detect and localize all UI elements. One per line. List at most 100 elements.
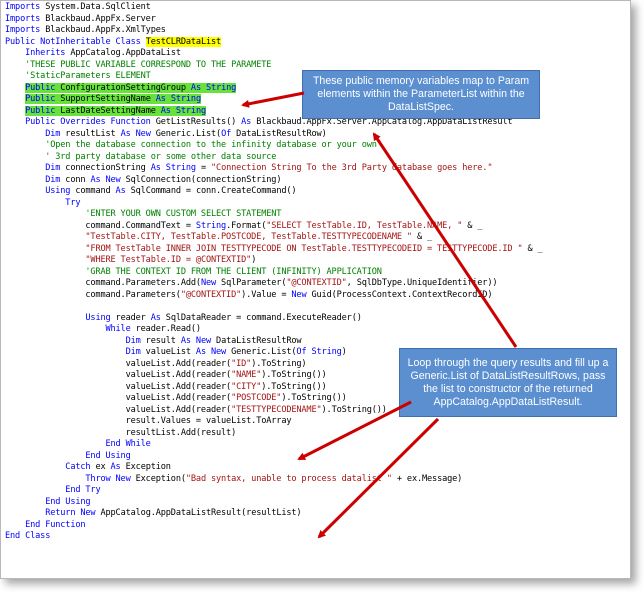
code-token (5, 508, 45, 518)
code-token: Dim (125, 335, 141, 346)
code-token (5, 451, 85, 461)
code-token: "ID" (231, 358, 252, 369)
code-token: Return New (45, 508, 96, 518)
code-line: End Try (5, 485, 543, 497)
code-token: TestCLRDataList (145, 36, 222, 47)
code-token: GetListResults() (150, 117, 242, 127)
code-token (5, 175, 45, 185)
code-token: Of String (296, 347, 342, 357)
code-token: Imports (5, 13, 41, 24)
code-line: valueList.Add(reader("CITY").ToString()) (5, 382, 543, 394)
code-line: Try (5, 198, 543, 210)
code-line: Public LastDateSettingName As String (5, 105, 543, 118)
code-line: "FROM TestTable INNER JOIN TESTTYPECODE … (5, 243, 543, 256)
code-line: Return New AppCatalog.AppDataListResult(… (5, 508, 543, 520)
code-token: reader (110, 312, 151, 323)
code-token: "NAME" (231, 370, 262, 380)
code-token: ).ToString()) (261, 370, 327, 380)
code-token: SqlDataReader = command.ExecuteReader() (160, 312, 362, 323)
code-line: Dim conn As New SqlConnection(connection… (5, 175, 543, 187)
code-line: Catch ex As Exception (5, 462, 543, 474)
code-token: Inherits (25, 48, 66, 58)
code-token: + ex.Message) (391, 473, 463, 484)
code-token: Catch (65, 462, 91, 472)
code-token: "@CONTEXTID" (180, 289, 242, 300)
code-token (5, 163, 45, 173)
code-token: "@CONTEXTID" (286, 278, 347, 288)
code-token (5, 497, 45, 507)
code-token: result.Values = valueList.ToArray (5, 416, 292, 426)
code-token: resultList (60, 128, 121, 139)
code-token: Exception (120, 462, 171, 472)
code-token: ) (251, 255, 257, 265)
code-token: As (115, 186, 126, 196)
code-token: As New (180, 335, 212, 346)
code-line: Public SupportSettingName As String (5, 94, 543, 106)
code-line: Dim valueList As New Generic.List(Of Str… (5, 347, 543, 359)
code-token: Using (85, 312, 111, 323)
code-line: End While (5, 439, 543, 451)
code-line: End Class (5, 531, 543, 543)
code-token: & _ (522, 243, 543, 254)
code-token: "CITY" (231, 381, 262, 392)
code-token: ConfigurationSettingGroup (55, 82, 191, 93)
code-token (5, 313, 85, 323)
code-line: 'StaticParameters ELEMENT (5, 71, 543, 83)
code-token (5, 336, 126, 346)
callout-loop-results-text: Loop through the query results and fill … (407, 356, 609, 408)
code-line: Throw New Exception("Bad syntax, unable … (5, 474, 543, 486)
code-token (5, 520, 25, 530)
code-token (5, 129, 45, 139)
code-token (5, 462, 65, 472)
callout-loop-results: Loop through the query results and fill … (399, 348, 617, 417)
code-line: "TestTable.CITY, TestTable.POSTCODE, Tes… (5, 232, 543, 244)
code-token: System.Data.SqlClient (40, 2, 151, 12)
code-line: 'ENTER YOUR OWN CUSTOM SELECT STATEMENT (5, 209, 543, 221)
code-line: 'THESE PUBLIC VARIABLE CORRESPOND TO THE… (5, 60, 543, 72)
code-token: Imports (5, 2, 41, 12)
code-token: Dim (45, 128, 61, 139)
code-token: As (150, 312, 161, 323)
code-token (5, 255, 85, 265)
code-token: Dim (45, 174, 61, 185)
code-token: 'StaticParameters ELEMENT (5, 71, 151, 81)
code-token: ex (90, 462, 111, 472)
code-token: ) (341, 347, 347, 357)
code-token: command.Parameters.Add( (5, 278, 201, 288)
callout-public-variables-text: These public memory variables map to Par… (312, 75, 530, 113)
code-token: "WHERE TestTable.ID = @CONTEXTID" (85, 255, 252, 265)
code-token: "SELECT TestTable.ID, TestTable.NAME, " (266, 220, 463, 231)
code-token: Generic.List( (226, 347, 297, 357)
code-line: End Function (5, 520, 543, 532)
code-line: While reader.Read() (5, 324, 543, 336)
code-line (5, 301, 543, 313)
code-token: ).Value = (241, 289, 292, 300)
code-token: result (140, 335, 181, 346)
code-token: End Try (65, 485, 101, 495)
code-token (5, 48, 25, 58)
code-token (5, 347, 126, 357)
code-line: command.Parameters.Add(New SqlParameter(… (5, 278, 543, 290)
code-line: Dim connectionString As String = "Connec… (5, 163, 543, 175)
code-token: valueList.Add(reader( (5, 370, 232, 380)
code-token: Generic.List( (150, 128, 222, 139)
code-token: As String (150, 163, 196, 173)
code-token: "TESTTYPECODENAME" (231, 404, 322, 415)
code-token: "POSTCODE" (231, 393, 282, 403)
code-token: command (70, 186, 116, 196)
code-line: Inherits AppCatalog.AppDataList (5, 48, 543, 60)
code-token: .Format( (226, 220, 267, 231)
code-token: "TestTable.CITY, TestTable.POSTCODE, Tes… (85, 232, 412, 242)
code-token: Blackbaud.AppFx.Server.AppCatalog.AppDat… (251, 117, 513, 127)
code-token: Using (45, 186, 71, 196)
code-token: Guid(ProcessContext.ContextRecordID) (306, 289, 493, 300)
code-line: Imports Blackbaud.AppFx.XmlTypes (5, 25, 543, 37)
code-token: "Bad syntax, unable to process datalist … (185, 473, 392, 484)
code-token (5, 198, 65, 208)
code-token (5, 474, 85, 484)
code-token (5, 439, 105, 449)
code-line: 'Open the database connection to the inf… (5, 140, 543, 152)
code-token: As String (160, 105, 206, 116)
code-token: valueList.Add(reader( (5, 358, 232, 369)
code-token (5, 94, 25, 104)
